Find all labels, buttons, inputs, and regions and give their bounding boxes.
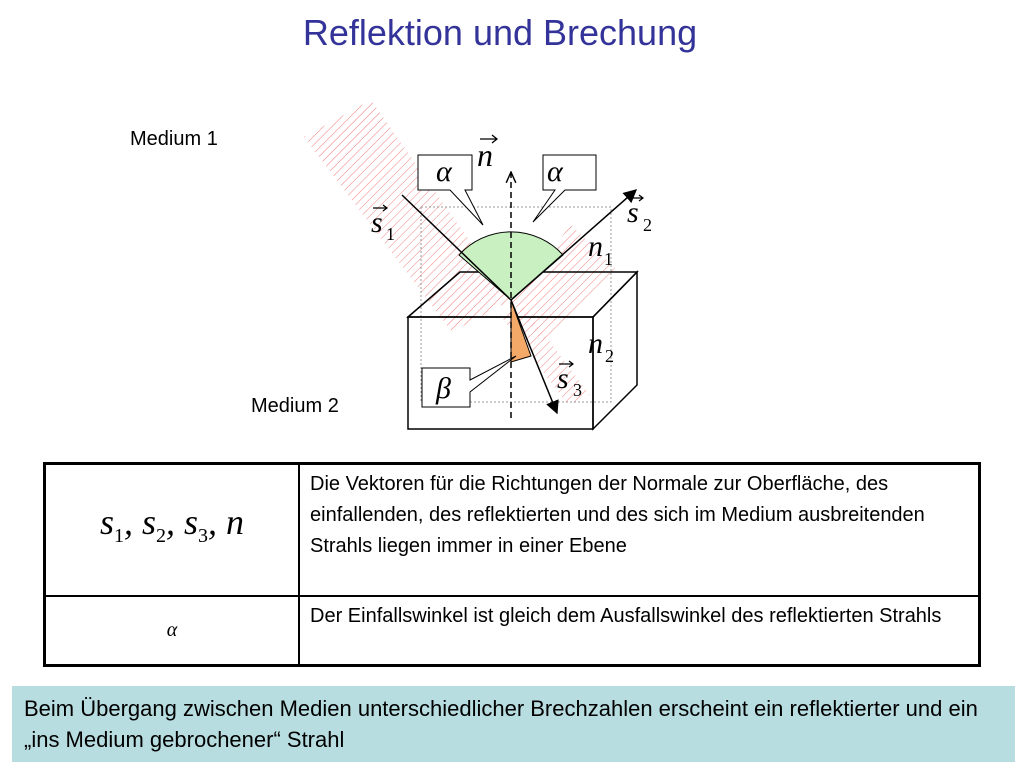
incident-ray [401, 194, 512, 301]
table-row: s1, s2, s3, n Die Vektoren für die Richt… [43, 462, 981, 597]
incident-beam [304, 100, 511, 332]
guide-rect [420, 206, 612, 403]
reflected-beam [511, 225, 615, 345]
beta-symbol: β [435, 372, 451, 405]
page-title: Reflektion und Brechung [302, 12, 698, 53]
beta-callout [421, 355, 517, 408]
medium-box-side [592, 270, 638, 431]
s1-label: s [371, 206, 383, 239]
coplanarity-text: Die Vektoren für die Richtungen der Norm… [298, 462, 981, 597]
normal-vector-label: n [477, 137, 493, 173]
s2-subscript: 2 [643, 215, 652, 235]
vector-formula-cell: s1, s2, s3, n [43, 462, 300, 597]
alpha-right-callout [532, 154, 597, 223]
n2-label: n [588, 327, 603, 360]
s1-subscript: 1 [386, 224, 395, 244]
alpha-left-callout [417, 154, 484, 226]
vector-formula: s1, s2, s3, n [99, 502, 245, 548]
n1-label: n [588, 230, 603, 263]
alpha-left-symbol: α [436, 155, 453, 188]
alpha-symbol-cell: α [43, 594, 300, 667]
normal-vector-arrow [480, 134, 499, 144]
refracted-ray [510, 299, 559, 415]
s2-vector-arrow [629, 194, 644, 202]
s3-vector-arrow [559, 360, 574, 368]
reflection-law-text: Der Einfallswinkel ist gleich dem Ausfal… [298, 594, 981, 667]
n2-subscript: 2 [605, 346, 614, 366]
reflected-ray [510, 189, 638, 301]
s3-subscript: 3 [573, 380, 582, 400]
table-row: α Der Einfallswinkel ist gleich dem Ausf… [43, 594, 981, 667]
s1-vector-arrow [373, 204, 388, 212]
law-table: s1, s2, s3, n Die Vektoren für die Richt… [43, 462, 981, 667]
reflection-refraction-diagram: α α β n s 1 s 2 s 3 n 1 n 2 [304, 100, 652, 431]
medium-1-label: Medium 1 [130, 128, 218, 150]
s2-label: s [627, 196, 639, 229]
medium-2-label: Medium 2 [251, 395, 339, 417]
summary-box: Beim Übergang zwischen Medien unterschie… [12, 686, 1015, 762]
s3-label: s [557, 362, 569, 395]
n1-subscript: 1 [604, 249, 613, 269]
alpha-right-symbol: α [547, 155, 564, 188]
refraction-angle-sector [510, 299, 532, 363]
